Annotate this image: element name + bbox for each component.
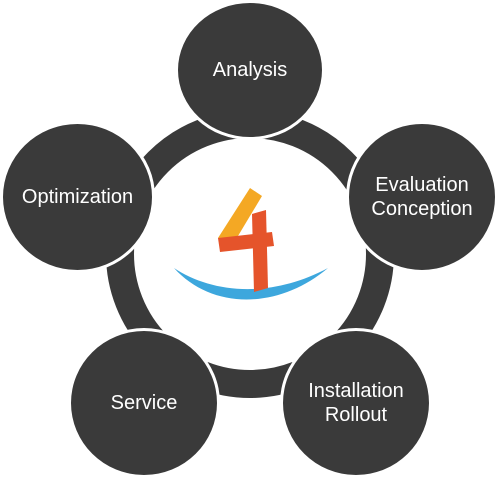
- node-analysis: Analysis: [175, 0, 325, 140]
- node-label-line: Rollout: [324, 404, 388, 426]
- node-label-line: Service: [110, 392, 178, 414]
- node-installation-rollout: Installation Rollout: [280, 328, 432, 478]
- node-label-line: Evaluation: [375, 174, 469, 196]
- node-optimization: Optimization: [0, 121, 155, 273]
- node-label-line: Conception: [371, 198, 473, 220]
- node-label-line: Optimization: [21, 186, 134, 208]
- node-label-line: Installation: [308, 380, 404, 402]
- node-evaluation-conception: Evaluation Conception: [346, 121, 498, 273]
- node-service: Service: [68, 328, 220, 478]
- node-label-line: Analysis: [212, 59, 288, 81]
